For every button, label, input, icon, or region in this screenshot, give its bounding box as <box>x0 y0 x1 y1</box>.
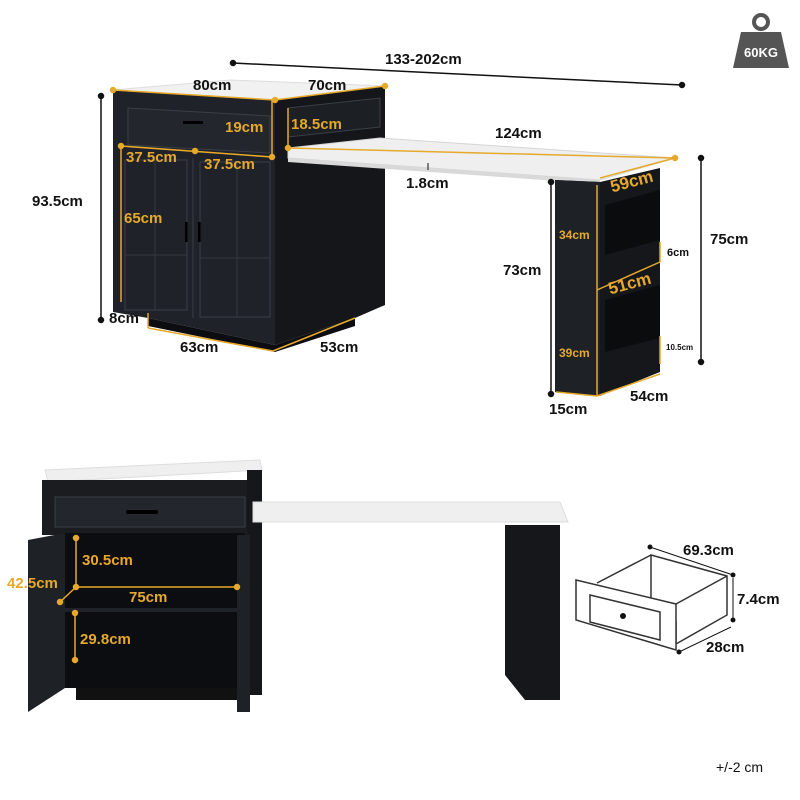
tolerance-note: +/-2 cm <box>716 759 764 775</box>
interior-depth-label: 42.5cm <box>7 575 58 592</box>
leg-width-label: 15cm <box>549 401 588 418</box>
cabinet-depth-label: 70cm <box>308 77 347 94</box>
shelf-gap-lower-label: 10.5cm <box>666 343 694 352</box>
door-height-label: 65cm <box>124 210 163 227</box>
leg-height-label: 73cm <box>503 262 542 279</box>
lower-compartment-height-label: 29.8cm <box>80 631 131 648</box>
drawer-height-front-label: 19cm <box>225 119 264 136</box>
base-width-label: 63cm <box>180 339 219 356</box>
interior-width-label: 75cm <box>129 589 168 606</box>
upper-compartment-height-label: 30.5cm <box>82 552 133 569</box>
weight-capacity-label: 60KG <box>744 45 778 60</box>
total-height-label: 93.5cm <box>32 193 83 210</box>
shelf-gap-upper-label: 6cm <box>667 247 690 259</box>
door-width-right-label: 37.5cm <box>204 156 255 173</box>
overall-length-label: 133-202cm <box>385 51 462 68</box>
leg-lower-shelf-label: 39cm <box>559 346 590 360</box>
drawer-height-label: 7.4cm <box>737 591 780 608</box>
weight-capacity-badge: 60KG <box>731 12 791 70</box>
drawer-height-side-label: 18.5cm <box>291 116 342 133</box>
drawer-depth-label: 28cm <box>706 639 745 656</box>
door-width-left-label: 37.5cm <box>126 149 177 166</box>
cabinet-width-label: 80cm <box>193 77 232 94</box>
table-thickness-label: 1.8cm <box>406 175 449 192</box>
leg-depth-label: 54cm <box>630 388 669 405</box>
kettlebell-weight-icon <box>733 13 789 68</box>
table-height-label: 75cm <box>710 231 749 248</box>
leg-upper-shelf-label: 34cm <box>559 228 590 242</box>
table-length-label: 124cm <box>495 125 542 142</box>
drawer-width-label: 69.3cm <box>683 542 734 559</box>
base-height-label: 8cm <box>109 310 140 327</box>
base-depth-label: 53cm <box>320 339 359 356</box>
